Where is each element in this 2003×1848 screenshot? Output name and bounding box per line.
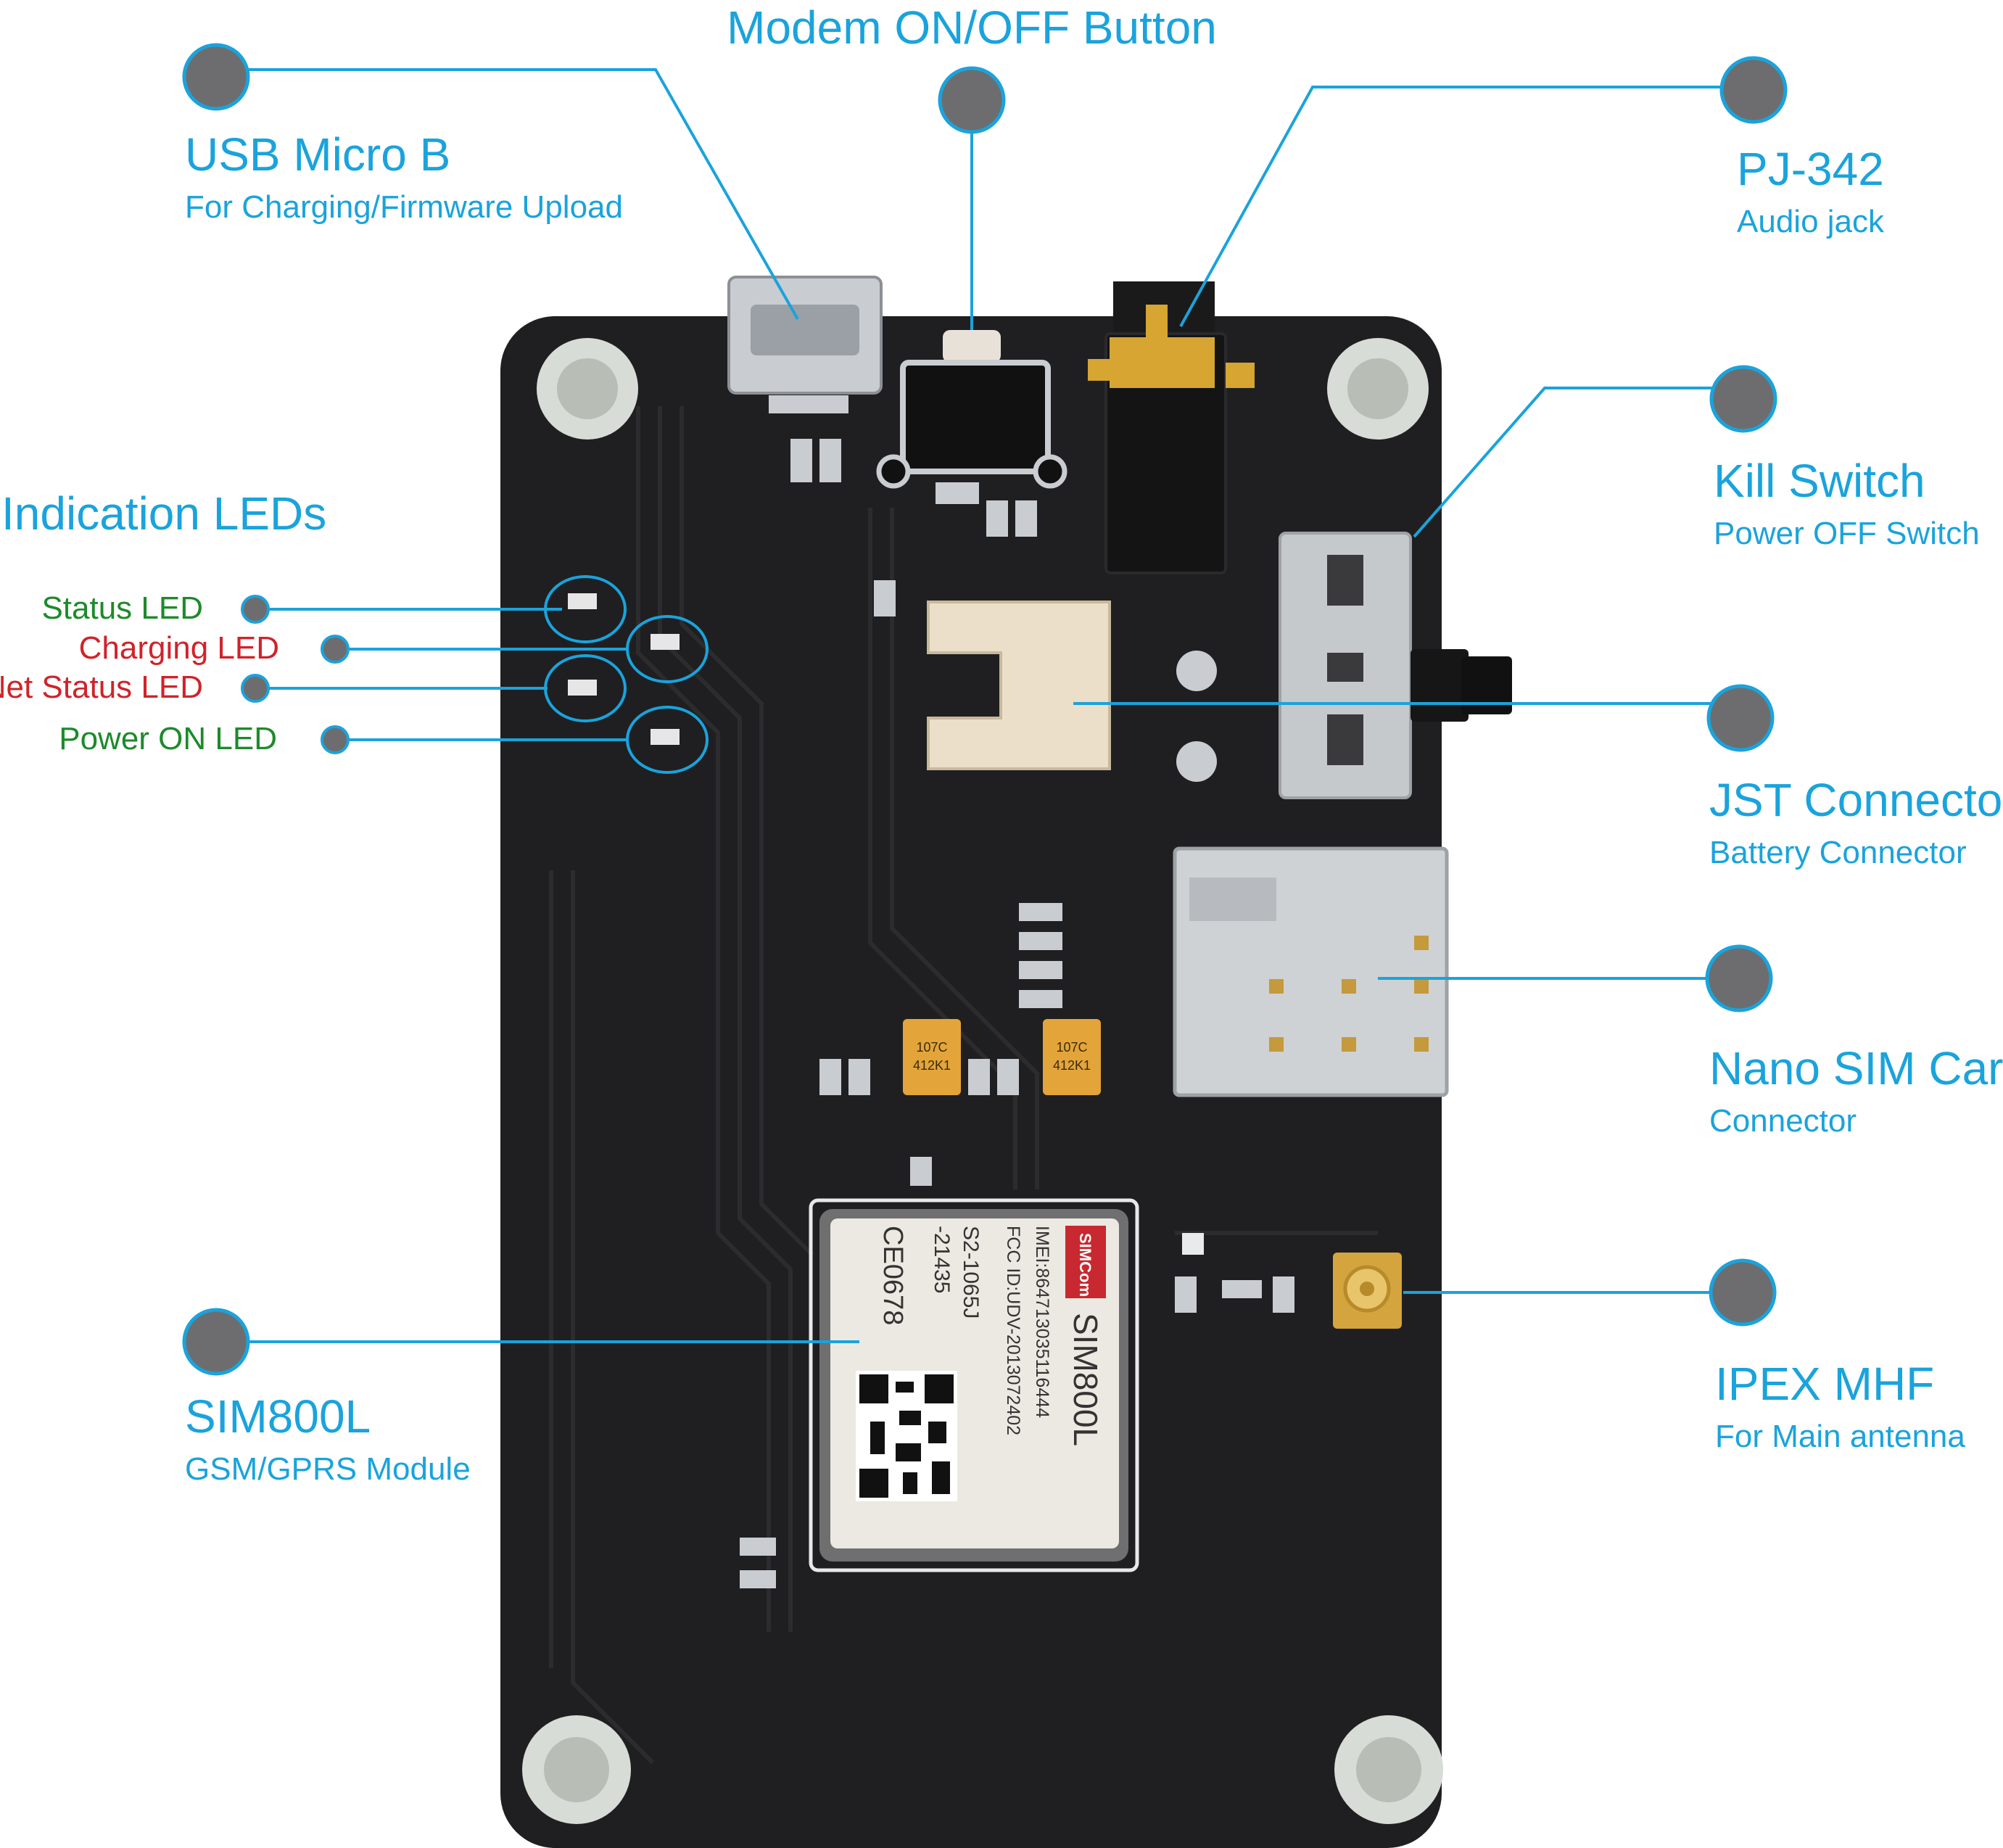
simcom-logo [1065,1226,1106,1298]
status-led-marker [241,595,270,624]
ipex-subtitle: For Main antenna [1715,1419,1965,1454]
smd-resistor [910,1157,932,1186]
mounting-hole [1334,1715,1443,1824]
smd-resistor [1015,500,1037,537]
smd-resistor [1019,990,1062,1008]
jst-title: JST Connector [1709,774,2003,826]
qr-code [856,1371,957,1501]
svg-text:107C: 107C [916,1040,947,1055]
ipex-connector-component [1333,1253,1402,1329]
svg-text:412K1: 412K1 [1053,1058,1091,1073]
modem-button-component [876,330,1067,489]
sim-title: Nano SIM Card [1709,1042,2003,1094]
smd-resistor [819,1059,841,1095]
smd-resistor [997,1059,1019,1095]
audio-jack-component [1088,281,1255,574]
sim-subtitle: Connector [1709,1103,1857,1139]
smd-resistor [1019,961,1062,979]
pj342-marker [1719,56,1788,124]
sim800l-title: SIM800L [185,1390,371,1443]
tantalum-capacitor: 107C 412K1 [903,1019,961,1095]
svg-text:SIMCom: SIMCom [1076,1233,1094,1297]
net-status-led-label: Net Status LED [0,669,203,705]
charging-led-marker [321,635,350,664]
mounting-hole [537,338,638,440]
smd-resistor [968,1059,990,1095]
status-led-label: Status LED [41,590,203,626]
sim-marker [1705,944,1773,1012]
status-led-highlight [544,575,627,643]
svg-text:412K1: 412K1 [913,1058,951,1073]
svg-text:-21435: -21435 [930,1226,954,1293]
smd-part [1182,1233,1204,1255]
smd-resistor [848,1059,870,1095]
sim800l-module: SIMCom SIM800L IMEI:864713035116444 FCC … [809,1198,1139,1572]
jst-subtitle: Battery Connector [1709,835,1967,870]
kill-switch-subtitle: Power OFF Switch [1714,516,1980,551]
sim800l-subtitle: GSM/GPRS Module [185,1451,471,1487]
jst-connector-component [927,601,1217,782]
smd-resistor [1222,1280,1262,1298]
mounting-hole [1327,338,1429,440]
usb-title: USB Micro B [185,128,450,181]
smd-resistor [986,500,1008,537]
charging-led-highlight [626,615,709,683]
indication-leds-heading: Indication LEDs [1,487,326,540]
svg-text:IMEI:864713035116444: IMEI:864713035116444 [1032,1226,1052,1418]
tantalum-capacitor: 107C 412K1 [1043,1019,1101,1095]
smd-led [568,680,597,696]
smd-resistor [740,1570,776,1588]
sim800l-marker [182,1308,250,1376]
net-status-led-marker [241,674,270,703]
smd-led [568,593,597,609]
smd-resistor [874,580,896,616]
svg-text:FCC ID:UDV-201307240​2: FCC ID:UDV-201307240​2 [1003,1226,1023,1435]
power-on-led-marker [321,725,350,754]
mounting-hole [522,1715,631,1824]
smd-resistor [740,1538,776,1556]
smd-resistor [790,439,812,482]
kill-switch-marker [1709,365,1777,433]
net-status-led-highlight [544,654,627,722]
smd-resistor [819,439,841,482]
pj342-title: PJ-342 [1737,143,1884,195]
usb-marker [182,43,250,111]
svg-text:SIM800L: SIM800L [1067,1313,1104,1446]
svg-text:107C: 107C [1056,1040,1087,1055]
power-on-led-label: Power ON LED [59,721,277,756]
ipex-marker [1709,1258,1777,1327]
smd-resistor [1273,1276,1294,1313]
svg-text:S2-1065J: S2-1065J [959,1226,983,1319]
pj342-subtitle: Audio jack [1737,204,1885,239]
modem-title: Modem ON/OFF Button [727,1,1217,54]
kill-switch-title: Kill Switch [1714,455,1925,507]
ipex-title: IPEX MHF [1715,1358,1934,1410]
power-on-led-highlight [626,706,709,774]
usb-micro-b-connector [727,276,883,413]
modem-marker [938,66,1006,134]
svg-text:CE0678: CE0678 [877,1226,908,1325]
smd-led [651,729,680,745]
smd-resistor [1019,903,1062,921]
charging-led-label: Charging LED [79,630,279,666]
smd-led [651,634,680,650]
smd-resistor [1019,932,1062,950]
kill-switch-component [1279,532,1512,799]
nano-sim-holder-component [1173,846,1449,1097]
smd-resistor [1175,1276,1197,1313]
leader-lines [248,68,1751,1343]
smd-resistor [936,482,979,504]
jst-marker [1706,684,1775,752]
usb-subtitle: For Charging/Firmware Upload [185,189,623,225]
